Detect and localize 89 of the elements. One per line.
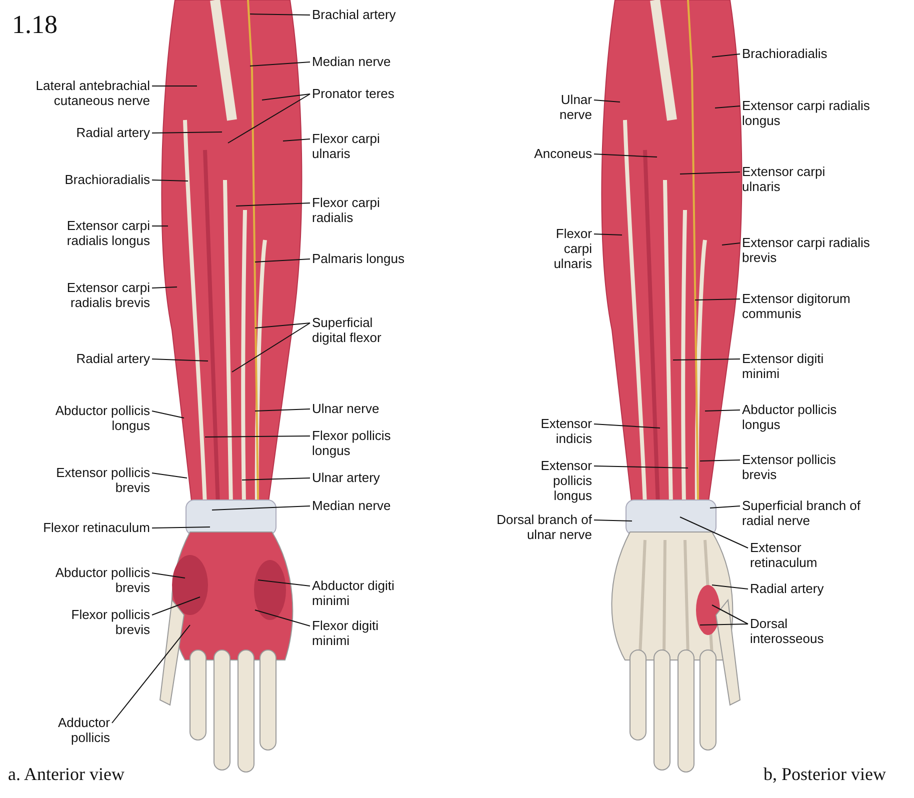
figure-number: 1.18	[12, 10, 58, 40]
part-label: Extensor retinaculum	[750, 540, 840, 570]
part-label: Radial artery	[76, 351, 150, 366]
part-label: Extensor indicis	[527, 416, 592, 446]
part-label: Palmaris longus	[312, 251, 404, 266]
part-label: Pronator teres	[312, 86, 394, 101]
leader-line	[254, 322, 310, 328]
leader-line	[700, 624, 748, 626]
part-label: Radial artery	[76, 125, 150, 140]
leader-line	[712, 604, 748, 624]
leader-line	[254, 258, 310, 262]
leader-line	[712, 584, 748, 590]
part-label: Abductor pollicis longus	[35, 403, 150, 433]
leader-line	[258, 580, 310, 586]
part-label: Extensor carpi ulnaris	[742, 164, 852, 194]
part-label: Flexor pollicis brevis	[45, 607, 150, 637]
leader-line	[710, 506, 740, 508]
leader-line	[700, 460, 740, 462]
leader-line	[152, 410, 184, 418]
part-label: Flexor carpi ulnaris	[542, 226, 592, 271]
part-label: Flexor pollicis longus	[312, 428, 412, 458]
part-label: Extensor pollicis longus	[527, 458, 592, 503]
part-label: Dorsal branch of ulnar nerve	[492, 512, 592, 542]
part-label: Adductor pollicis	[40, 715, 110, 745]
leader-line	[704, 410, 740, 412]
leader-line	[152, 132, 222, 134]
part-label: Ulnar nerve	[542, 92, 592, 122]
leader-line	[232, 322, 310, 372]
part-label: Extensor carpi radialis brevis	[742, 235, 872, 265]
leader-line	[228, 94, 310, 144]
leader-line	[152, 286, 178, 288]
view-caption: a. Anterior view	[8, 764, 124, 785]
part-label: Superficial branch of radial nerve	[742, 498, 882, 528]
leader-line	[152, 180, 188, 182]
leader-line	[254, 408, 310, 412]
part-label: Anconeus	[534, 146, 592, 161]
leader-line	[254, 610, 310, 626]
part-label: Brachial artery	[312, 7, 396, 22]
part-label: Flexor carpi radialis	[312, 195, 402, 225]
part-label: Extensor pollicis brevis	[742, 452, 862, 482]
leader-line	[594, 520, 632, 522]
part-label: Superficial digital flexor	[312, 315, 402, 345]
part-label: Brachioradialis	[64, 172, 150, 187]
part-label: Flexor retinaculum	[43, 520, 150, 535]
leader-line	[722, 242, 740, 246]
leader-line	[250, 14, 310, 16]
leader-line	[112, 624, 190, 724]
leader-line	[152, 472, 188, 478]
leader-line	[594, 424, 660, 428]
part-label: Flexor carpi ulnaris	[312, 131, 402, 161]
part-label: Extensor digitorum communis	[742, 291, 892, 321]
leader-line	[694, 298, 740, 300]
leader-line	[714, 106, 740, 108]
part-label: Radial artery	[750, 581, 824, 596]
part-label: Ulnar artery	[312, 470, 380, 485]
leader-line	[152, 572, 186, 578]
leader-line	[204, 436, 310, 438]
leader-line	[680, 172, 740, 174]
view-caption: b, Posterior view	[764, 764, 886, 785]
part-label: Extensor carpi radialis longus	[50, 218, 150, 248]
leader-line	[242, 478, 310, 480]
leader-line	[282, 138, 310, 142]
part-label: Extensor pollicis brevis	[40, 465, 150, 495]
part-label: Abductor pollicis longus	[742, 402, 862, 432]
part-label: Brachioradialis	[742, 46, 828, 61]
leader-line	[262, 94, 310, 100]
leader-line	[594, 100, 620, 102]
part-label: Extensor carpi radialis longus	[742, 98, 872, 128]
part-label: Median nerve	[312, 54, 391, 69]
part-label: Flexor digiti minimi	[312, 618, 402, 648]
part-label: Extensor carpi radialis brevis	[50, 280, 150, 310]
part-label: Abductor digiti minimi	[312, 578, 412, 608]
leader-line	[680, 516, 748, 548]
part-label: Abductor pollicis brevis	[35, 565, 150, 595]
leader-line	[594, 466, 688, 468]
leader-line	[212, 506, 310, 510]
part-label: Extensor digiti minimi	[742, 351, 852, 381]
part-label: Lateral antebrachial cutaneous nerve	[10, 78, 150, 108]
leader-line	[594, 154, 658, 158]
leader-line	[152, 358, 208, 362]
part-label: Ulnar nerve	[312, 401, 380, 416]
leader-line	[236, 202, 310, 206]
part-label: Median nerve	[312, 498, 391, 513]
leader-line	[712, 54, 740, 58]
leader-line	[152, 596, 200, 616]
leader-line	[250, 62, 310, 66]
part-label: Dorsal interosseous	[750, 616, 840, 646]
leader-line	[152, 526, 210, 528]
leader-line	[594, 234, 622, 236]
